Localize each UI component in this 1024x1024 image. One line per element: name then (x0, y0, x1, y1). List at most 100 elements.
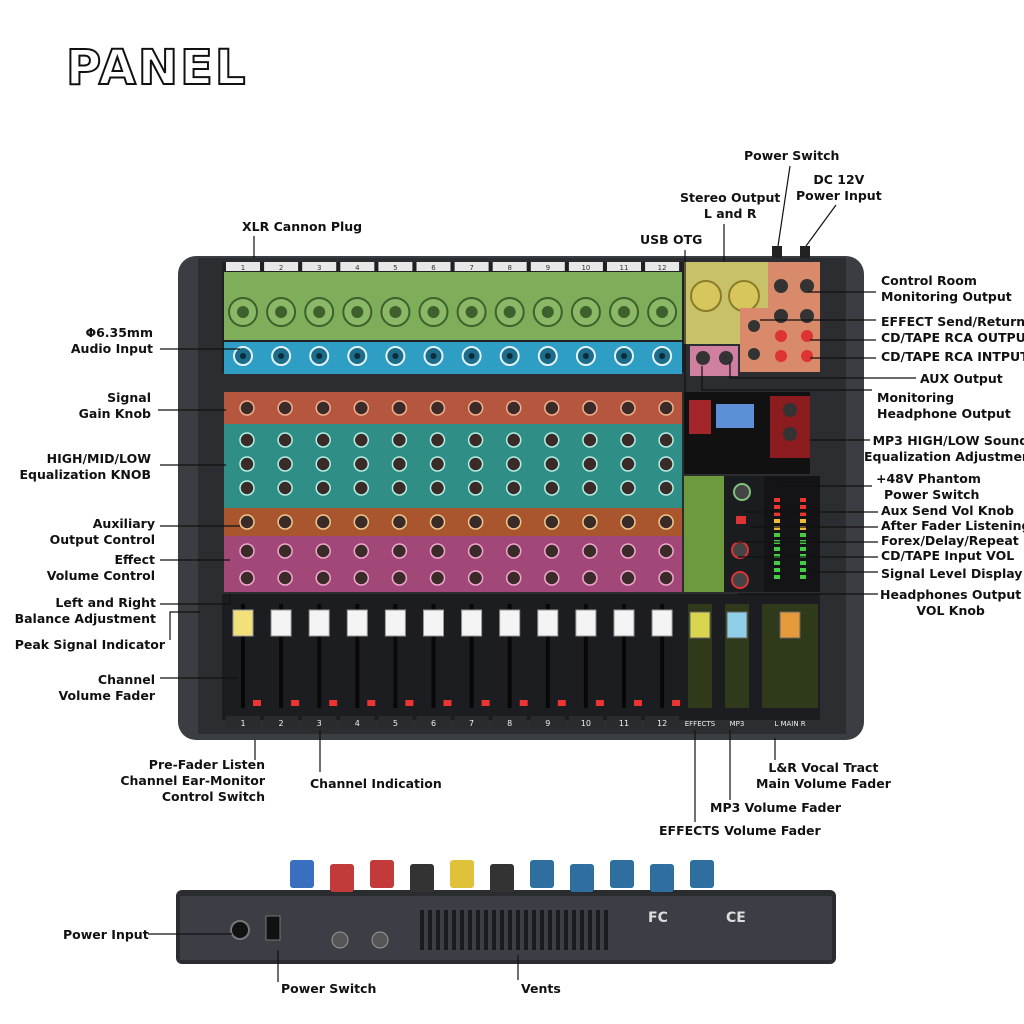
callout-line (701, 366, 872, 391)
channel-number-box (492, 716, 527, 728)
level-led (774, 526, 780, 530)
label-signal-level: Signal Level Display (881, 566, 1023, 581)
knob (353, 480, 370, 496)
knob (658, 543, 674, 559)
channel-number-box (264, 716, 299, 728)
channel-number-top: 5 (393, 264, 397, 272)
fader-slot (622, 604, 626, 708)
pfl-button (557, 700, 566, 706)
knob (315, 514, 331, 530)
label-xlr-cannon-plug: XLR Cannon Plug (242, 219, 363, 234)
label-cd-tape-input-vol: CD/TAPE Input VOL (881, 548, 1015, 563)
fader-cap (499, 609, 521, 637)
knob (277, 514, 293, 530)
callout-line (160, 594, 231, 605)
fader-slot (241, 604, 245, 708)
knob (277, 400, 293, 416)
label-power-switch-bottom: Power Switch (281, 981, 377, 996)
channel-number-bottom: 6 (431, 719, 436, 728)
line-jack-core (544, 353, 551, 359)
knob (353, 456, 370, 472)
knob (391, 543, 408, 559)
knob (391, 570, 408, 586)
knob (391, 514, 408, 530)
vent-slot (500, 910, 504, 950)
label-forex-delay: Forex/Delay/Repeat (881, 533, 1019, 548)
page-title: PANEL (65, 39, 248, 97)
label-usb-otg: USB OTG (640, 232, 703, 247)
line-jack-core (430, 353, 437, 359)
channel-number-box (378, 262, 413, 271)
knob (620, 400, 636, 416)
vent-slot (572, 910, 576, 950)
level-led (800, 561, 806, 565)
knob (429, 570, 446, 586)
knob (505, 570, 522, 586)
knob (353, 400, 370, 416)
channel-number-box (530, 262, 565, 271)
fader-slot (545, 604, 550, 708)
knob (353, 570, 370, 586)
channel-number-box (530, 716, 565, 728)
knob (582, 456, 598, 472)
knob (429, 432, 446, 448)
knob (620, 432, 636, 448)
label-vents: Vents (521, 981, 561, 996)
label-effects-fader: EFFECTS Volume Fader (659, 823, 821, 838)
knob (658, 570, 674, 586)
strip-label: EFFECTS (685, 720, 716, 728)
level-led (800, 575, 806, 579)
knob (391, 432, 408, 448)
back-knob (290, 860, 314, 888)
knob (620, 570, 636, 586)
fader-slot (317, 604, 322, 708)
knob (239, 480, 255, 496)
knob (620, 543, 636, 559)
knob (277, 456, 293, 472)
knob (353, 543, 370, 559)
pfl-button (519, 700, 528, 706)
vent-slot (564, 910, 568, 950)
xlr-row (224, 272, 682, 340)
knob (544, 400, 560, 416)
knob (582, 480, 598, 496)
vent-slot (580, 910, 584, 950)
level-led (800, 547, 806, 551)
fader-slot (355, 604, 360, 708)
pfl-button (595, 700, 604, 706)
fader-cap (689, 611, 711, 639)
pfl-button (634, 700, 642, 706)
channel-number-bottom: 3 (317, 719, 322, 728)
channel-number-box (645, 716, 680, 728)
knob (239, 543, 255, 559)
pfl-button (291, 700, 300, 706)
label-aux-output: AUX Output (920, 371, 1003, 386)
label-channel-indication: Channel Indication (310, 776, 442, 791)
vent-slot (516, 910, 520, 950)
channel-number-box (454, 262, 489, 271)
back-knob (490, 864, 514, 892)
level-led (774, 568, 780, 572)
knob (467, 400, 484, 416)
line-jack-core (582, 353, 589, 359)
knob (658, 456, 674, 472)
vent-slot (476, 910, 480, 950)
channel-number-box (568, 716, 603, 728)
channel-number-top: 6 (431, 264, 436, 272)
strip-label: MP3 (730, 720, 745, 728)
channel-number-top: 12 (658, 264, 667, 272)
knob (620, 514, 636, 530)
level-led (774, 561, 780, 565)
pfl-button (443, 700, 452, 706)
level-led (800, 519, 806, 523)
fader-slot (431, 604, 436, 708)
vent-slot (468, 910, 472, 950)
knob (467, 432, 484, 448)
